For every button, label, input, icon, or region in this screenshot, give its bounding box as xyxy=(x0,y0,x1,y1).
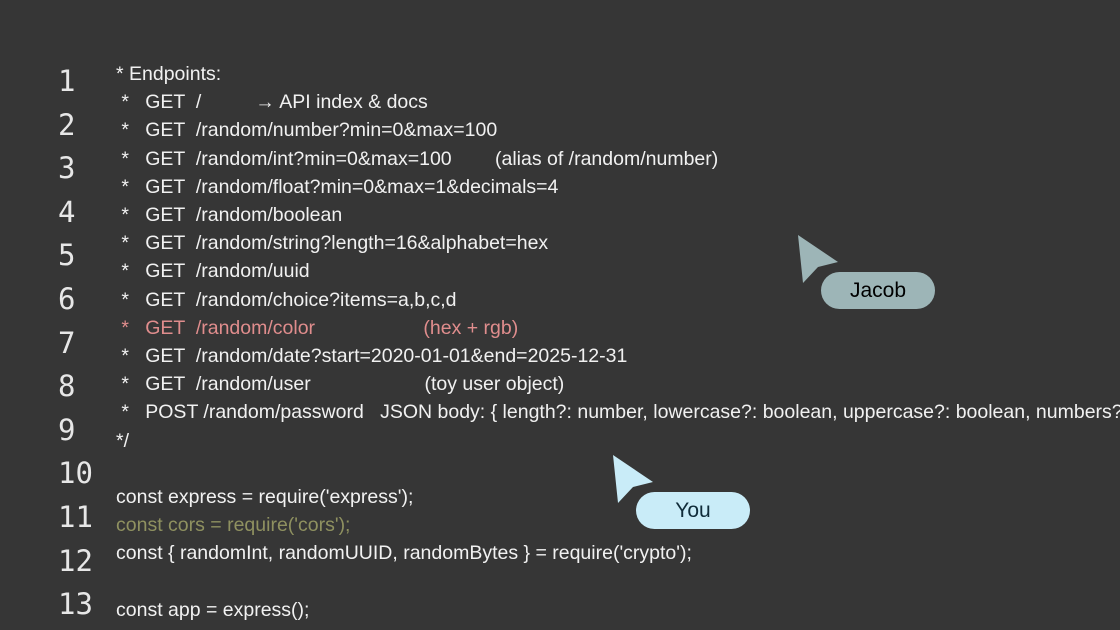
code-line: * GET /random/choice?items=a,b,c,d xyxy=(116,288,457,311)
code-line: * GET / → API index & docs xyxy=(116,91,428,114)
line-number: 12 xyxy=(58,543,93,578)
line-number: 1 xyxy=(58,64,76,98)
line-number: 2 xyxy=(58,107,76,142)
code-line: * GET /random/color (hex + rgb) xyxy=(116,316,519,339)
line-number: 6 xyxy=(58,281,76,316)
line-number: 3 xyxy=(58,151,76,186)
code-line: * GET /random/number?min=0&max=100 xyxy=(116,119,498,142)
code-line: const express = require('express'); xyxy=(116,486,414,509)
code-line: * POST /random/password JSON body: { len… xyxy=(116,401,1120,424)
line-number: 8 xyxy=(58,369,76,404)
code-lines: * Endpoints: * GET / → API index & docs … xyxy=(116,60,1120,624)
code-line: const cors = require('cors'); xyxy=(116,514,351,537)
code-line: * GET /random/user (toy user object) xyxy=(116,373,565,396)
line-number: 5 xyxy=(58,238,76,273)
line-number: 4 xyxy=(58,194,76,229)
code-line: * GET /random/string?length=16&alphabet=… xyxy=(116,232,549,255)
line-number: 11 xyxy=(58,499,93,534)
code-line: * GET /random/float?min=0&max=1&decimals… xyxy=(116,175,559,198)
line-number: 9 xyxy=(58,412,76,447)
code-line: * GET /random/date?start=2020-01-01&end=… xyxy=(116,345,628,368)
code-line: * Endpoints: xyxy=(116,63,222,85)
code-line: */ xyxy=(116,429,130,452)
code-line: const app = express(); xyxy=(116,598,310,621)
code-line xyxy=(116,568,1120,596)
code-line: * GET /random/int?min=0&max=100 (alias o… xyxy=(116,147,719,170)
line-number: 10 xyxy=(58,456,93,491)
code-line: const { randomInt, randomUUID, randomByt… xyxy=(116,542,692,565)
code-line xyxy=(116,455,1120,483)
line-number: 7 xyxy=(58,325,76,360)
code-line: * GET /random/boolean xyxy=(116,204,343,227)
code-line: * GET /random/uuid xyxy=(116,260,310,283)
line-number: 13 xyxy=(58,587,93,622)
